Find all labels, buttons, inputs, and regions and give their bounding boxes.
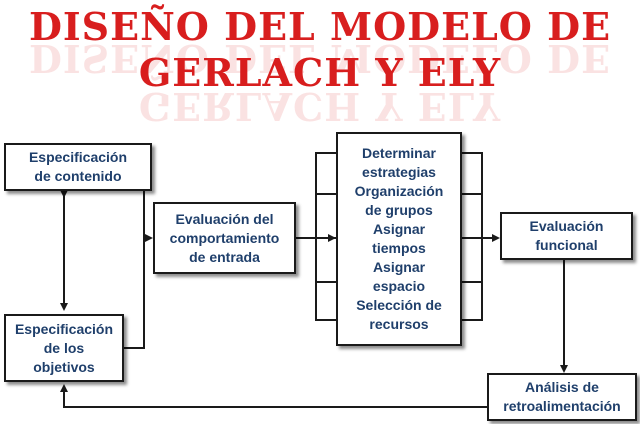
box-text-line: Asignar [372, 259, 426, 275]
box-text-line: comportamiento [169, 229, 280, 246]
bracket-left-connector [124, 166, 152, 349]
box-text-line: de entrada [189, 248, 260, 265]
box-text-line: Evaluación del [175, 210, 274, 227]
feedback-arrow [60, 384, 487, 408]
box-text-line: Evaluación [529, 218, 604, 234]
title-line-2: GERLACH Y ELY [138, 50, 502, 95]
title-line-1: DISEÑO DEL MODELO DE [28, 4, 612, 49]
box-text-line: Asignar [372, 221, 426, 237]
box-text-line: de contenido [34, 168, 122, 184]
box-especificacion-objetivos: Especificación de los objetivos [4, 314, 124, 382]
estrategias-right-bracket [462, 152, 483, 321]
box-analisis-retroalimentacion: Análisis de retroalimentación [487, 373, 637, 421]
box-text-line: tiempos [372, 240, 426, 256]
box-text-line: recursos [369, 316, 429, 332]
box-text-line: Organización [354, 183, 444, 199]
box-text-line: funcional [535, 237, 598, 253]
box-evaluacion-comportamiento: Evaluación del comportamiento de entrada [153, 202, 296, 274]
box-text-line: Selección de [356, 297, 442, 313]
box-text-line: objetivos [33, 358, 95, 375]
box-text-line: Análisis de [525, 379, 599, 395]
box-text-line: de grupos [365, 202, 433, 218]
box-text-line: Especificación [14, 320, 114, 337]
box-text-line: Especificación [28, 149, 128, 165]
box-text-line: Determinar [362, 145, 436, 161]
box-evaluacion-funcional: Evaluación funcional [500, 212, 633, 260]
box-text-line: retroalimentación [503, 398, 621, 414]
box-especificacion-contenido: Especificación de contenido [4, 143, 152, 191]
box-text-line: espacio [372, 278, 426, 294]
box-text-line: estrategias [362, 164, 436, 180]
box-text-line: de los [43, 339, 85, 356]
estrategias-left-bracket [315, 152, 336, 321]
